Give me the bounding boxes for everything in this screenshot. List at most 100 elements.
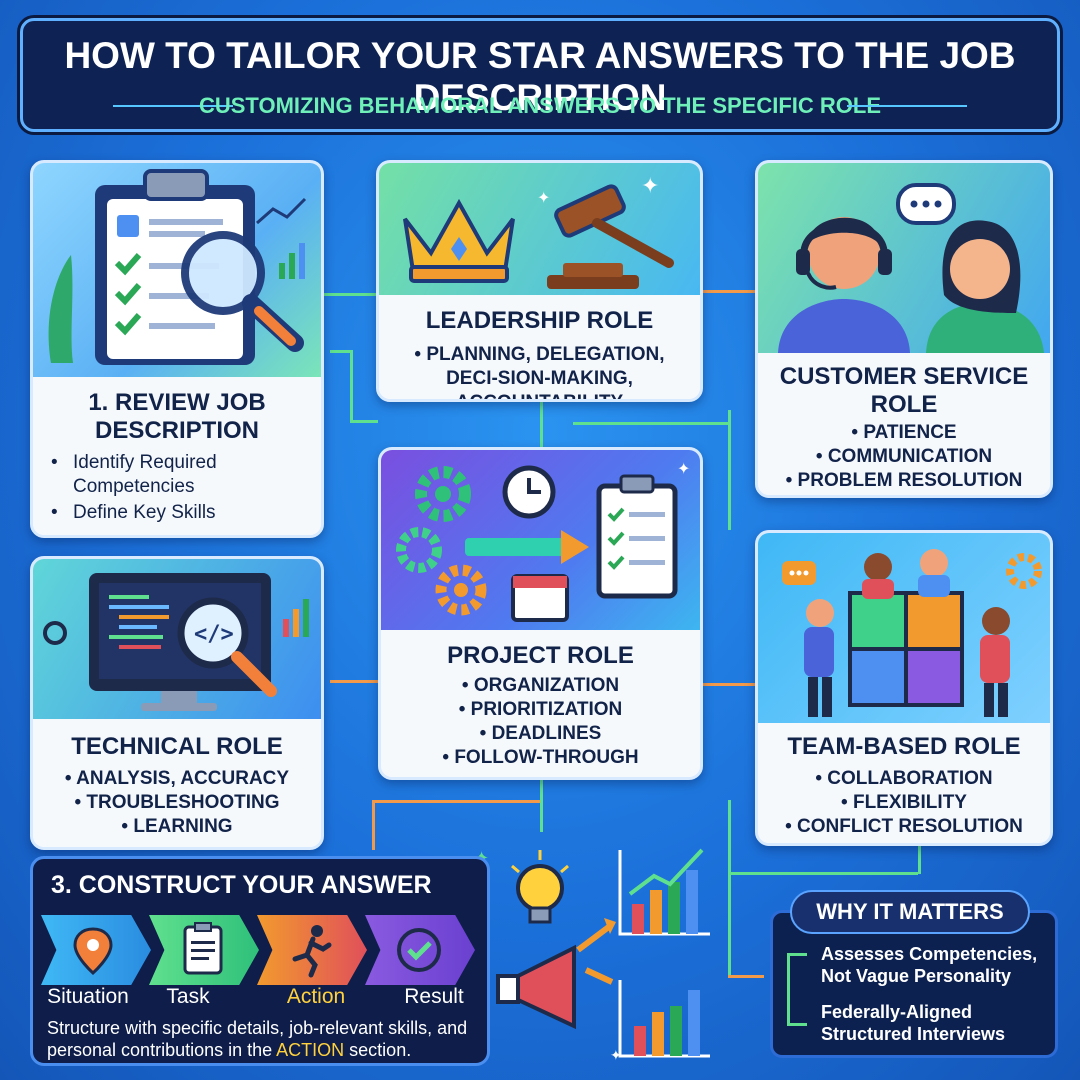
list-item: • COLLABORATION (815, 768, 993, 789)
customer-title-line2: ROLE (870, 391, 938, 418)
connector-to-construct (372, 800, 540, 803)
review-list: •Identify Required Competencies •Define … (51, 451, 321, 525)
leadership-card-body: LEADERSHIP ROLE • PLANNING, DELEGATION, … (379, 295, 700, 399)
chat-bubble-icon (782, 561, 816, 585)
megaphone-icon (496, 944, 576, 1030)
connector-left-upper-v (350, 350, 353, 420)
leadership-skills: • PLANNING, DELEGATION, DECI-SION-MAKING… (414, 344, 665, 399)
clock-icon (502, 465, 556, 519)
lightbulb-icon (511, 850, 569, 924)
runner-icon (292, 925, 332, 978)
technical-card-body: TECHNICAL ROLE • ANALYSIS, ACCURACY • TR… (33, 719, 321, 847)
connector-team-down (918, 846, 921, 874)
list-item: •Identify Required Competencies (51, 452, 217, 497)
node-icon (43, 621, 67, 645)
connector-project-technical (330, 680, 378, 683)
task-chevron (149, 915, 259, 985)
review-title-line1: 1. REVIEW JOB (88, 389, 266, 416)
leadership-illustration: ✦ ✦ (379, 163, 700, 295)
why-bracket-line (787, 953, 790, 1025)
clipboard-icon (183, 922, 223, 975)
team-illustration (758, 533, 1050, 723)
subtitle-line-right (847, 105, 967, 107)
review-illustration (33, 163, 321, 377)
technical-card: </> TECHNICAL ROLE • ANALYSIS, ACCURACY … (30, 556, 324, 850)
magnifier-icon: </> (177, 597, 277, 697)
technical-illustration: </> (33, 559, 321, 719)
list-item: • CONFLICT RESOLUTION (785, 816, 1023, 837)
why-panel: Assesses Competencies, Not Vague Persona… (770, 910, 1058, 1058)
bar-chart-icon (618, 848, 710, 1058)
subtitle-line-left (113, 105, 233, 107)
result-chevron (365, 915, 475, 985)
connector-project-down (540, 780, 543, 832)
why-item-1: Assesses Competencies, Not Vague Persona… (821, 944, 1038, 986)
gavel-icon (547, 184, 674, 289)
action-chevron (257, 915, 367, 985)
header-banner: HOW TO TAILOR YOUR STAR ANSWERS TO THE J… (20, 18, 1060, 132)
action-highlight: ACTION (276, 1040, 345, 1060)
list-item: • PROBLEM RESOLUTION (785, 470, 1023, 491)
leadership-title: LEADERSHIP ROLE (425, 307, 654, 334)
list-item: • DEADLINES (479, 723, 602, 744)
project-card-body: PROJECT ROLE • ORGANIZATION • PRIORITIZA… (381, 630, 700, 777)
checklist-icon (596, 474, 678, 599)
list-item: • COMMUNICATION (815, 446, 993, 467)
step-label-action: Action (286, 985, 346, 1008)
list-item: • FOLLOW-THROUGH (442, 747, 639, 768)
chat-bubble-icon (896, 183, 956, 225)
crown-icon (403, 198, 515, 283)
page-title: HOW TO TAILOR YOUR STAR ANSWERS TO THE J… (64, 35, 1016, 118)
leadership-card: ✦ ✦ LEADERSHIP ROLE • PLANNING, DELEGATI… (376, 160, 703, 402)
headset-agent-icon (778, 217, 910, 353)
list-item: • FLEXIBILITY (841, 792, 967, 813)
why-item-2: Federally-Aligned Structured Interviews (821, 1002, 1006, 1044)
team-title: TEAM-BASED ROLE (787, 733, 1021, 760)
connector-leadership-customer (703, 290, 755, 293)
project-card: ✦ PROJECT ROLE • ORGANIZATION • PRIORITI… (378, 447, 703, 780)
connector-to-construct-v (372, 800, 375, 850)
arrow-icon (465, 530, 589, 564)
step-label-result: Result (404, 985, 464, 1008)
why-bracket-bottom (787, 1023, 807, 1026)
list-item: • PRIORITIZATION (458, 699, 623, 720)
list-item: • LEARNING (121, 816, 233, 837)
svg-text:✦: ✦ (610, 1048, 622, 1064)
connector-right-mid (728, 410, 731, 530)
customer-title-line1: CUSTOMER SERVICE (779, 363, 1029, 390)
construct-panel: 3. CONSTRUCT YOUR ANSWER Situation Task … (30, 856, 490, 1066)
customer-card: CUSTOMER SERVICE ROLE • PATIENCE • COMMU… (755, 160, 1053, 498)
list-item: • ORGANIZATION (461, 675, 620, 696)
connector-right-mid-h (573, 422, 728, 425)
connector-left-upper (330, 350, 350, 353)
gear-icon (396, 466, 487, 616)
step-label-task: Task (166, 985, 210, 1008)
connector-why-v (728, 800, 731, 975)
svg-text:✦: ✦ (677, 459, 690, 478)
growth-illustration: ✦ ✦ (474, 848, 710, 1064)
svg-text:</>: </> (194, 622, 234, 647)
connector-project-team (703, 683, 755, 686)
customer-card-body: CUSTOMER SERVICE ROLE • PATIENCE • COMMU… (758, 353, 1050, 495)
project-title: PROJECT ROLE (447, 642, 634, 669)
svg-text:✦: ✦ (641, 174, 659, 199)
review-card-body: 1. REVIEW JOB DESCRIPTION •Identify Requ… (33, 377, 321, 535)
puzzle-team-icon (804, 549, 1010, 717)
list-item: • ANALYSIS, ACCURACY (64, 768, 290, 789)
page-subtitle: CUSTOMIZING BEHAVIORAL ANSWERS TO THE SP… (198, 93, 882, 118)
why-title: WHY IT MATTERS (790, 890, 1030, 934)
step-label-situation: Situation (47, 985, 129, 1008)
check-circle-icon (397, 928, 441, 972)
review-card: 1. REVIEW JOB DESCRIPTION •Identify Requ… (30, 160, 324, 538)
situation-chevron (41, 915, 151, 985)
technical-title: TECHNICAL ROLE (71, 733, 283, 760)
connector-leadership-project (540, 402, 543, 448)
project-illustration: ✦ (381, 450, 700, 630)
team-card-body: TEAM-BASED ROLE • COLLABORATION • FLEXIB… (758, 723, 1050, 843)
calendar-icon (511, 574, 569, 622)
connector-to-why (728, 872, 918, 875)
map-pin-icon (73, 927, 113, 976)
list-item: •Define Key Skills (51, 502, 216, 523)
construct-title: 3. CONSTRUCT YOUR ANSWER (51, 871, 432, 899)
review-title-line2: DESCRIPTION (94, 417, 259, 444)
